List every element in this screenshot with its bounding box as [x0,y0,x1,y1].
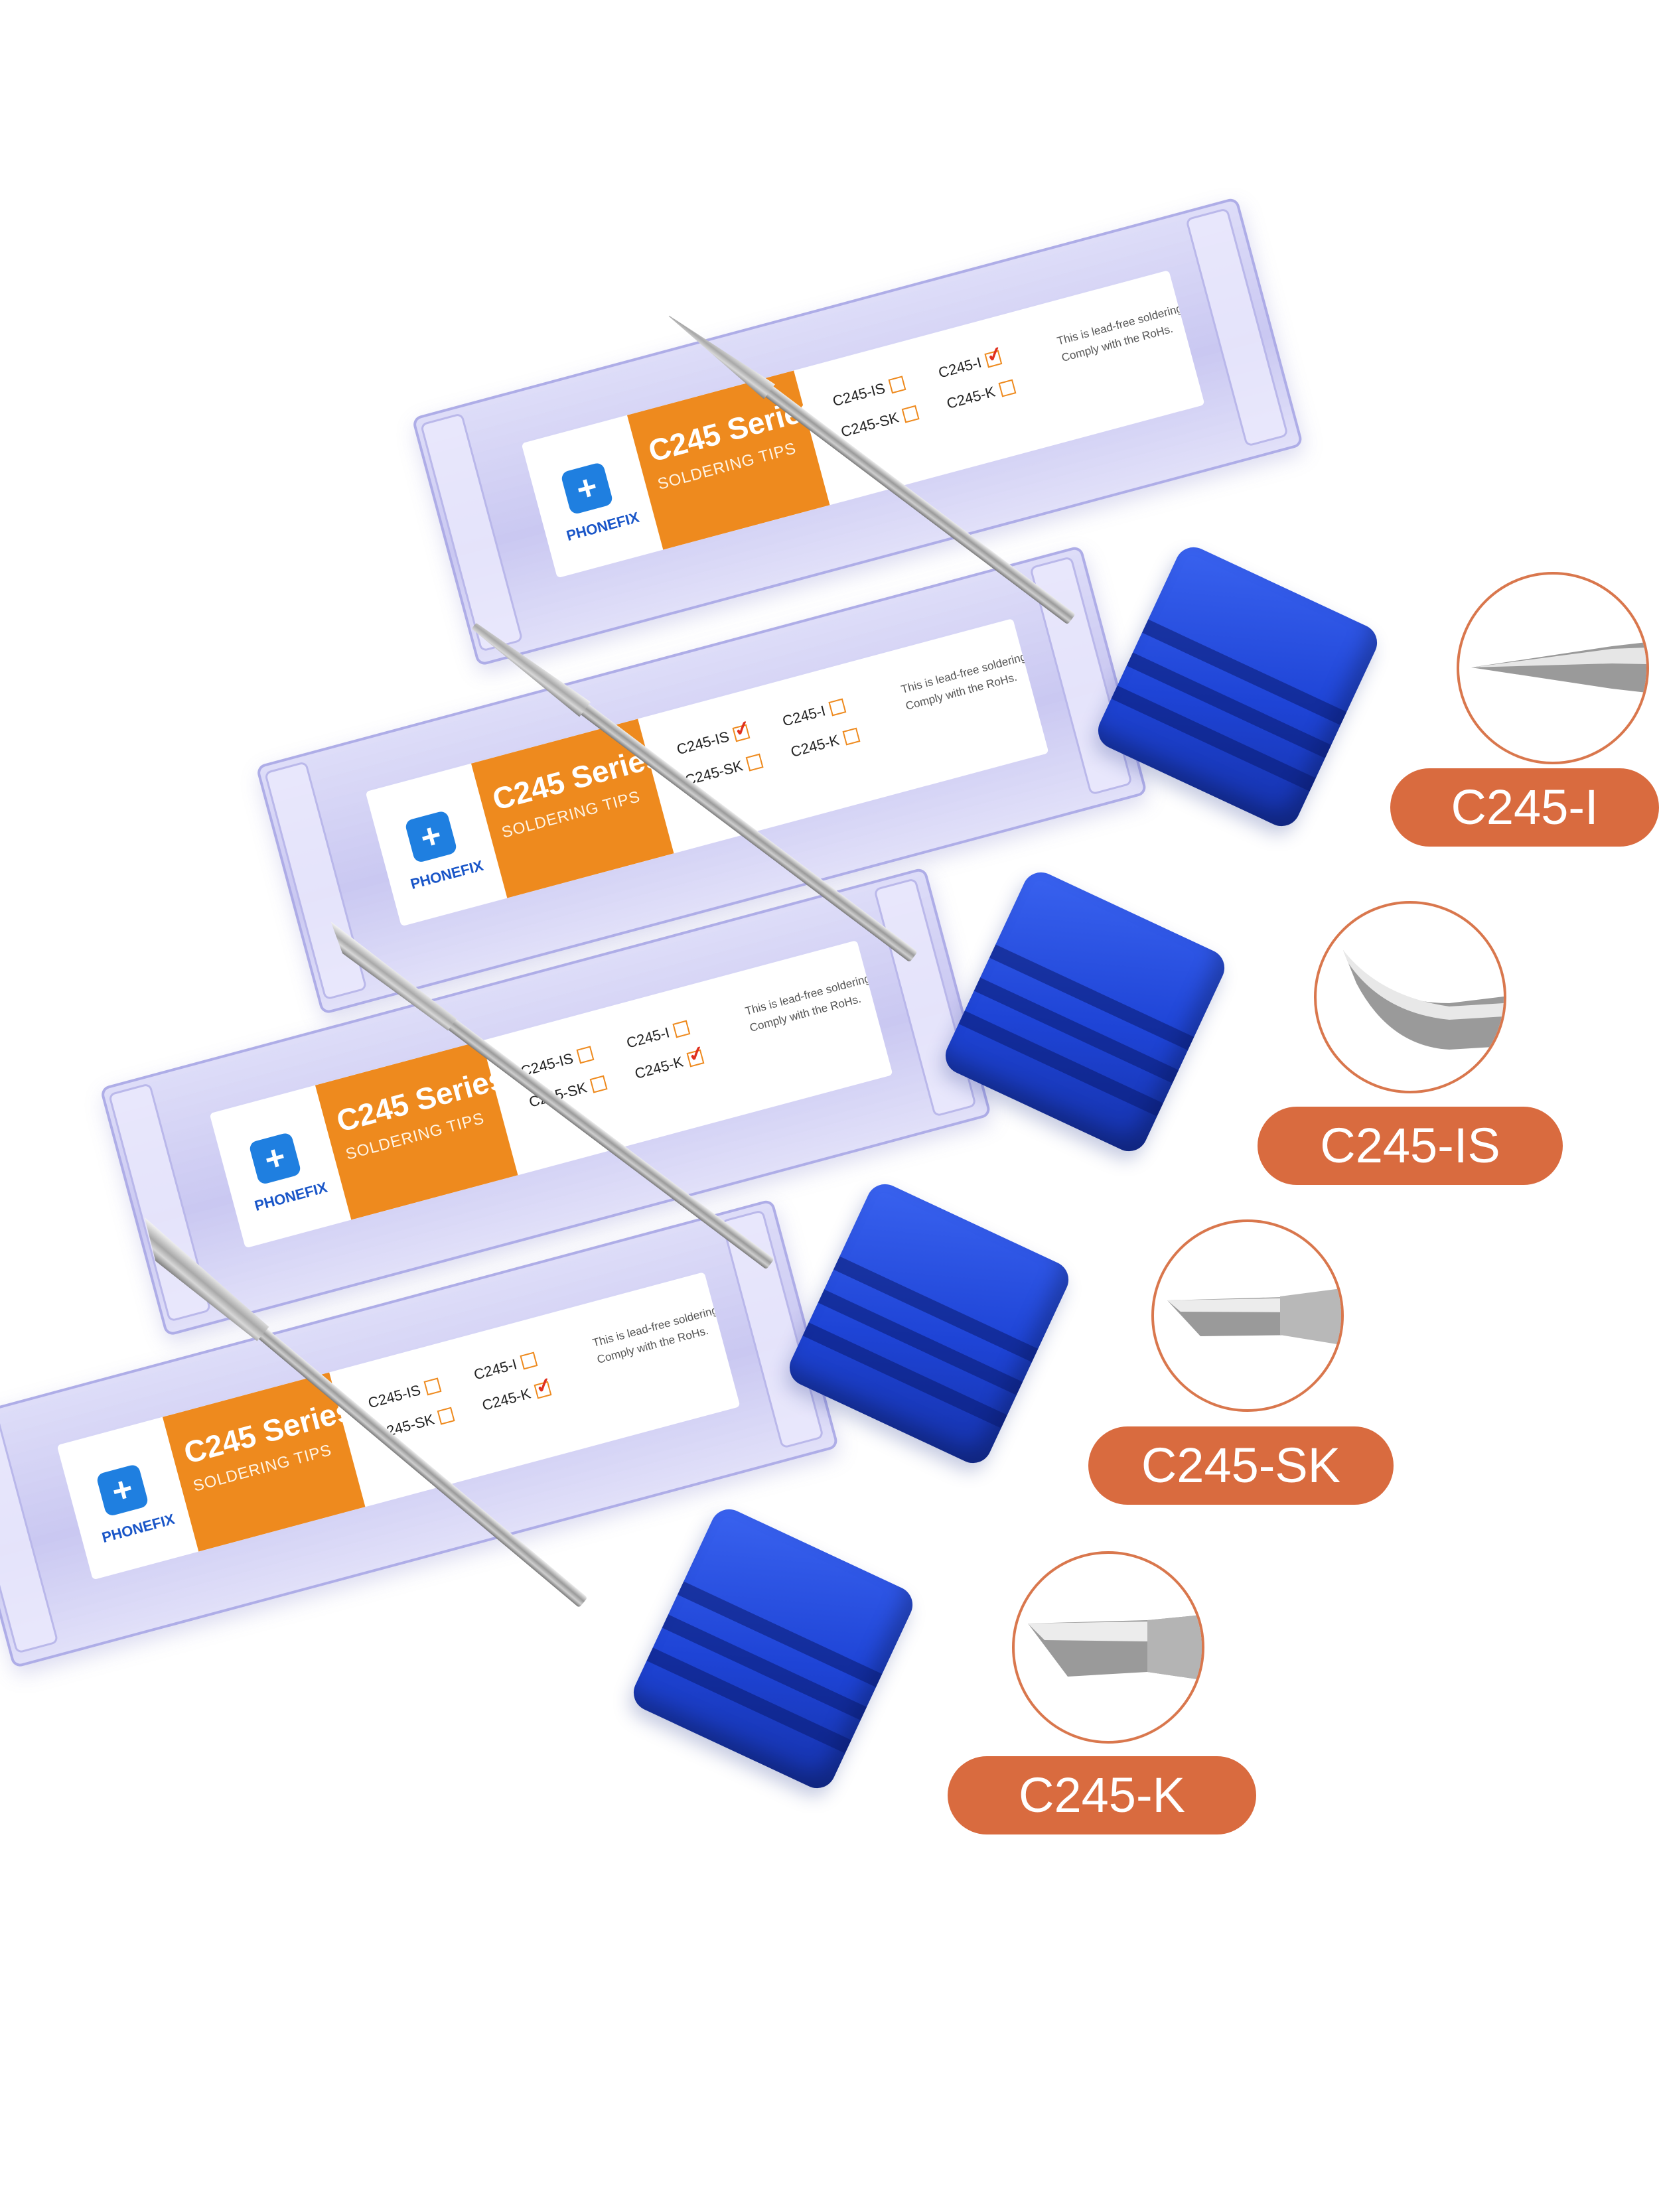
checkmark-icon [732,724,751,742]
checkbox-icon [589,1075,608,1093]
tip-label-c245-sk: C245-SK [1088,1426,1394,1505]
tip-closeup-c245-k [1012,1551,1204,1744]
brand-name: PHONEFIX [100,1510,177,1547]
bent-tip-icon [1343,950,1504,1050]
checkbox-icon [672,1020,691,1038]
tip-label-c245-i: C245-I [1390,768,1659,847]
model-checklist: C245-IS C245-I C245-SK C245-K [675,687,893,789]
brand-name: PHONEFIX [408,857,485,893]
k-tip-icon [1028,1615,1202,1680]
tip-closeup-c245-is [1314,901,1506,1093]
checkmark-icon [686,1049,705,1068]
checkbox-icon [888,376,906,394]
brand-logo-icon: + [248,1131,302,1186]
tip-closeup-c245-i [1457,572,1649,764]
checkbox-icon [437,1407,455,1425]
checkbox-icon [842,727,861,746]
tip-label-c245-k: C245-K [948,1756,1256,1834]
checkbox-icon [998,379,1017,397]
tip-label-c245-is: C245-IS [1258,1107,1563,1185]
checkbox-icon [745,753,764,772]
tip-handle [627,1503,919,1795]
checkmark-icon [534,1381,552,1399]
brand-name: PHONEFIX [564,508,641,545]
checkbox-icon [423,1377,442,1396]
model-checklist: C245-IS C245-I C245-SK C245-K [831,338,1048,441]
checkbox-icon [901,405,920,423]
knife-tip-icon [1167,1288,1341,1345]
brand-logo-icon: + [404,809,458,864]
checkbox-icon [828,698,847,717]
brand-name: PHONEFIX [252,1178,329,1215]
checkmark-icon [984,350,1003,368]
model-checklist: C245-IS C245-I C245-SK C245-K [366,1340,584,1442]
tip-closeup-c245-sk [1151,1219,1344,1412]
brand-logo-icon: + [96,1463,149,1517]
checkbox-icon [576,1046,595,1064]
brand-logo-icon: + [560,461,614,516]
checkbox-icon [520,1351,538,1370]
needle-tip-icon [1471,642,1646,693]
